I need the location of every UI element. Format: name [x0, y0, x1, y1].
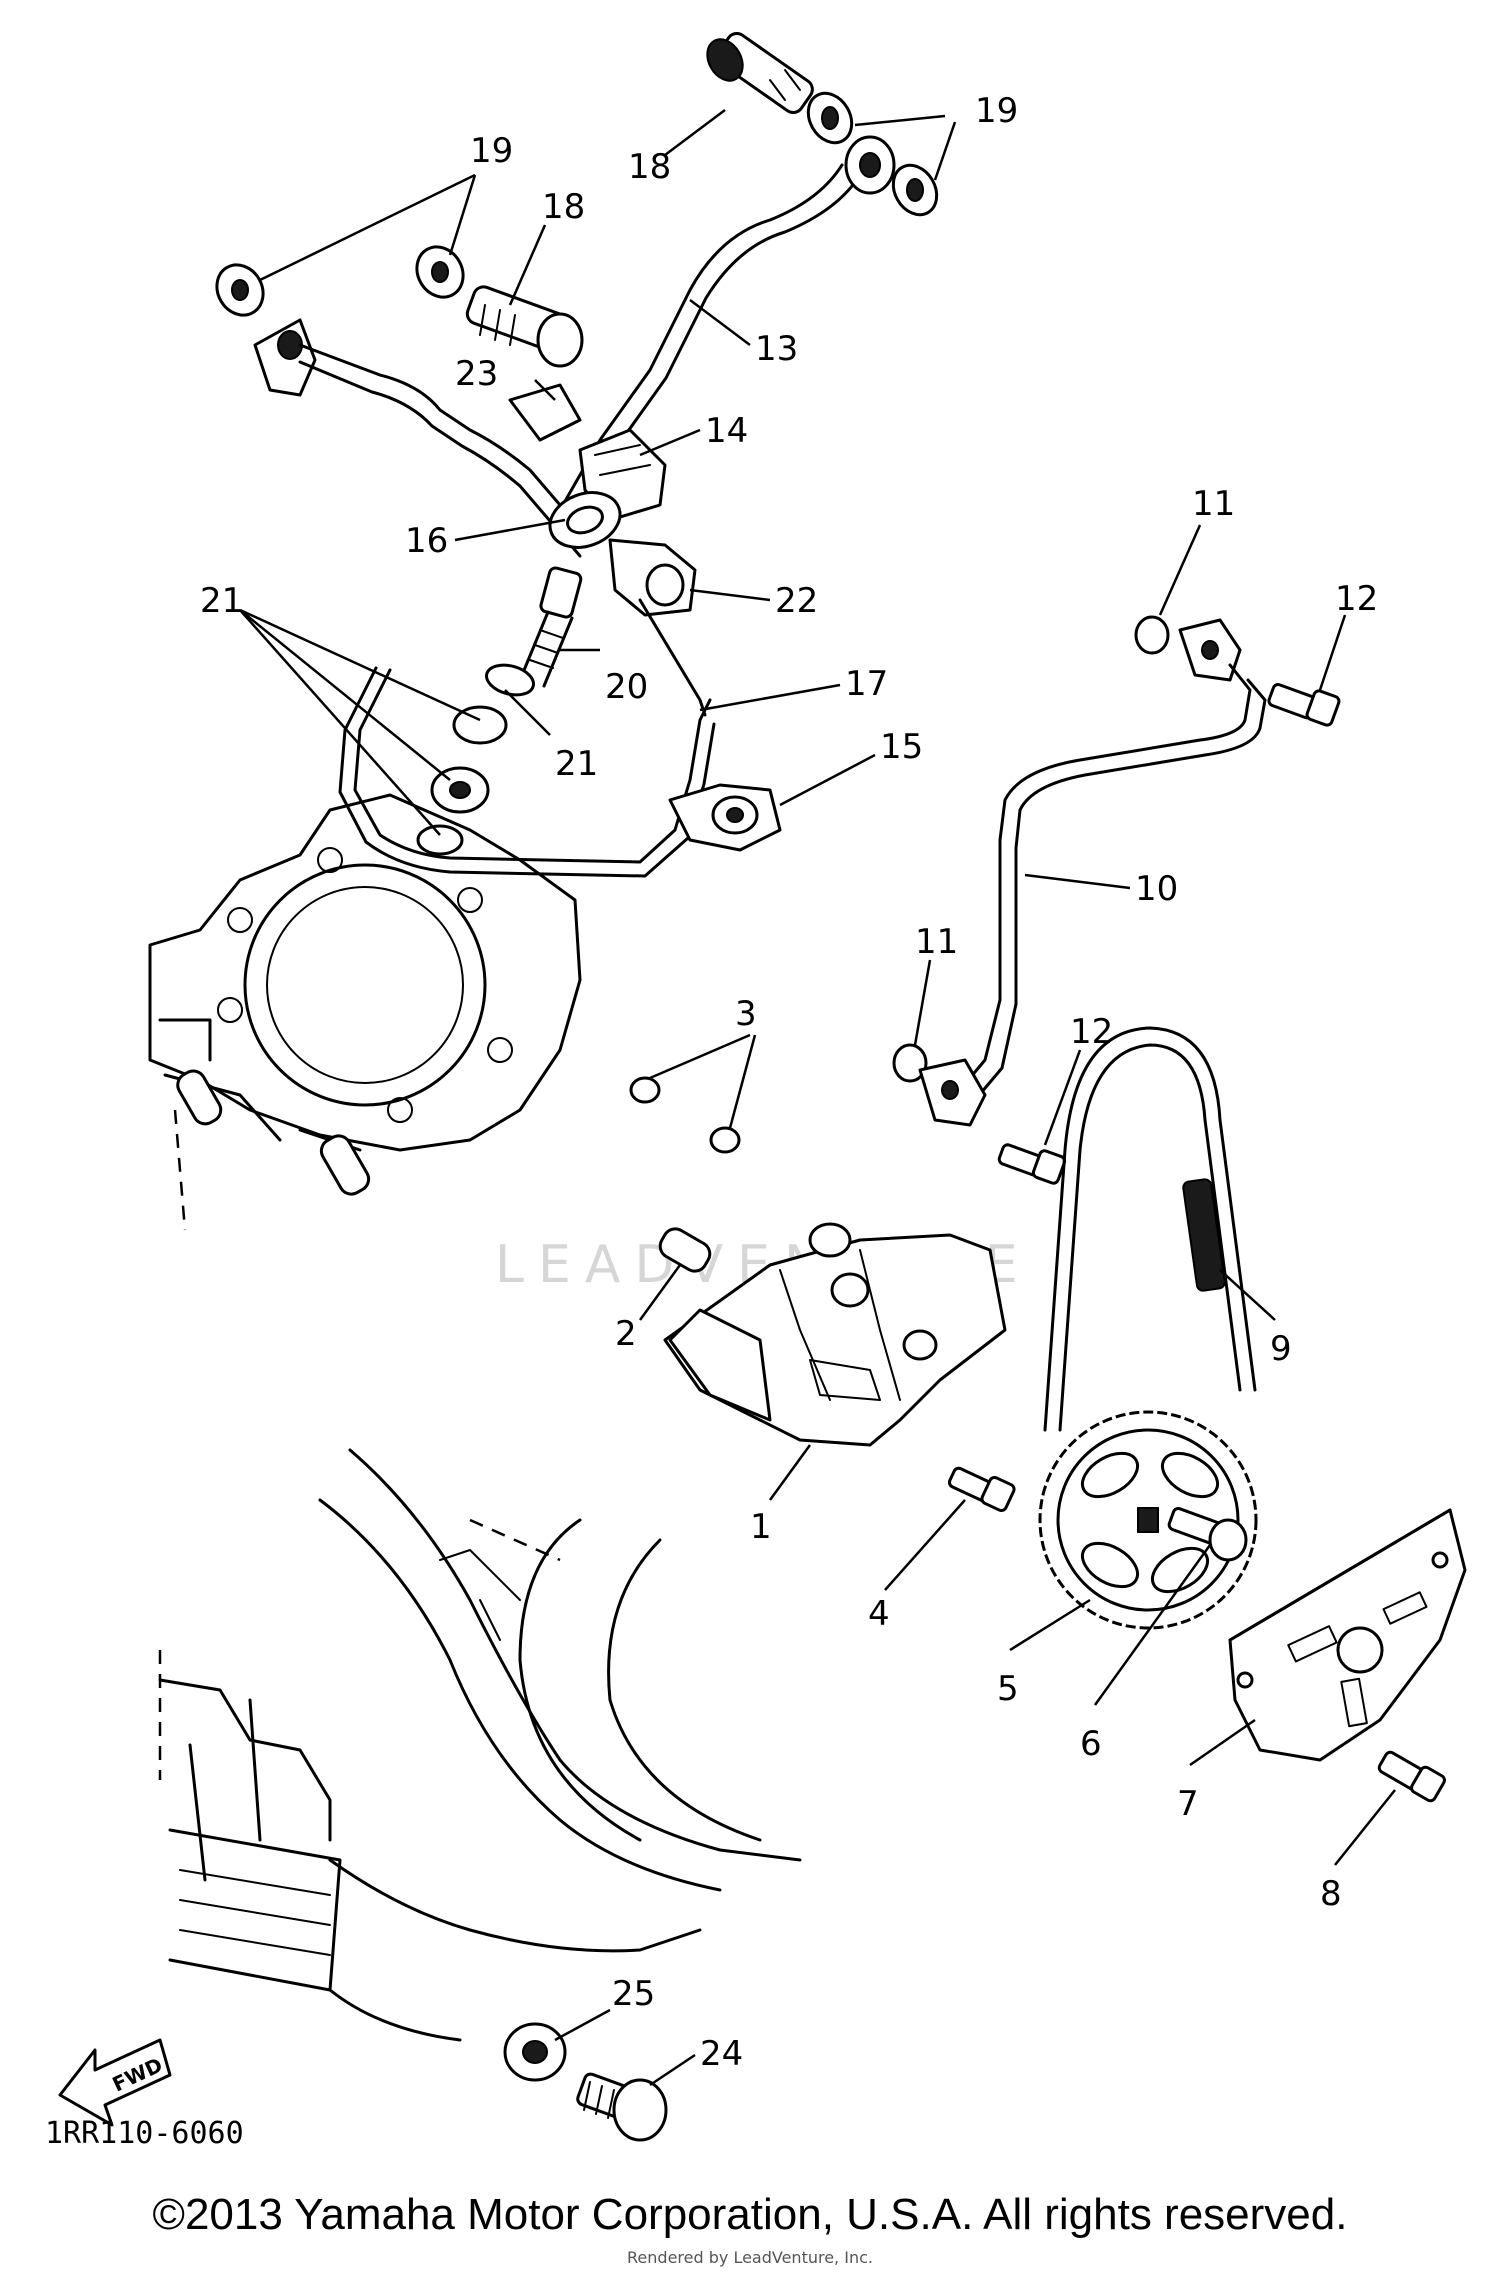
callout-18: 18 [628, 147, 671, 187]
part-22-banjo [608, 538, 697, 617]
callout-11: 11 [915, 922, 958, 962]
part-23-clamp [508, 383, 582, 442]
part-1-oil-pump [663, 1222, 1007, 1447]
copyright-notice: ©2013 Yamaha Motor Corporation, U.S.A. A… [152, 2190, 1348, 2239]
part-2-dowel-pin [658, 1227, 712, 1273]
part-9-chain [1043, 1026, 1257, 1432]
callout-14: 14 [705, 411, 748, 451]
part-20-bolt [518, 566, 583, 688]
crankcase-outline [158, 1448, 802, 2042]
callout-17: 17 [845, 664, 888, 704]
callout-12: 12 [1070, 1012, 1113, 1052]
part-6-bolt [1167, 1507, 1248, 1562]
callout-13: 13 [755, 329, 798, 369]
callout-19: 19 [975, 91, 1018, 131]
part-18-union-bolt-top [706, 32, 814, 114]
part-21-washers [416, 663, 535, 856]
callout-25: 25 [612, 1974, 655, 2014]
callout-21: 21 [200, 581, 243, 621]
diagram-code: 1RR110-6060 [45, 2116, 244, 2151]
callout-6: 6 [1080, 1724, 1102, 1764]
callout-9: 9 [1270, 1329, 1292, 1369]
part-19-washer-left [215, 245, 465, 317]
cylinder-head-outline [148, 793, 582, 1231]
callout-23: 23 [455, 354, 498, 394]
callout-8: 8 [1320, 1874, 1342, 1914]
part-5-sprocket [1038, 1410, 1258, 1630]
callout-5: 5 [997, 1669, 1019, 1709]
part-15-banjo [668, 783, 782, 852]
watermark-footer: Rendered by LeadVenture, Inc. [627, 2248, 873, 2267]
callout-7: 7 [1177, 1784, 1199, 1824]
part-3-o-rings [629, 1076, 741, 1154]
callout-1: 1 [750, 1507, 772, 1547]
part-oil-pipe-left [253, 318, 592, 558]
part-10-oil-pipe [918, 618, 1267, 1127]
part-18-union-bolt-left [465, 285, 584, 368]
callout-24: 24 [700, 2034, 743, 2074]
part-11-o-ring-bottom [892, 1043, 928, 1083]
part-13-oil-pipe [558, 135, 896, 520]
part-4-bolt [947, 1466, 1016, 1513]
callout-10: 10 [1135, 869, 1178, 909]
callout-11: 11 [1192, 484, 1235, 524]
part-8-bolt [1377, 1750, 1446, 1803]
part-12-bolt-top [1267, 683, 1341, 727]
part-24-drain-bolt [576, 2072, 668, 2142]
callout-20: 20 [605, 667, 648, 707]
callout-22: 22 [775, 581, 818, 621]
callout-12: 12 [1335, 579, 1378, 619]
part-7-sprocket-cover [1228, 1508, 1467, 1762]
callout-19: 19 [470, 131, 513, 171]
callout-16: 16 [405, 521, 448, 561]
fwd-arrow-icon: FWD [58, 2038, 172, 2127]
part-16-clamp [548, 491, 622, 549]
part-25-washer [503, 2022, 567, 2082]
callout-18: 18 [542, 187, 585, 227]
callout-21: 21 [555, 744, 598, 784]
part-17-oil-pipe [338, 598, 716, 878]
callout-4: 4 [868, 1594, 890, 1634]
part-11-o-ring-top [1134, 615, 1170, 655]
part-19-washer-top [806, 91, 939, 217]
leader-lines [239, 109, 1396, 2087]
part-12-bolt-bottom [997, 1143, 1067, 1185]
callout-labels: 19 18 19 18 13 23 14 16 22 21 20 17 21 1… [200, 91, 1378, 2074]
callout-2: 2 [615, 1314, 637, 1354]
callout-15: 15 [880, 727, 923, 767]
callout-3: 3 [735, 994, 757, 1034]
